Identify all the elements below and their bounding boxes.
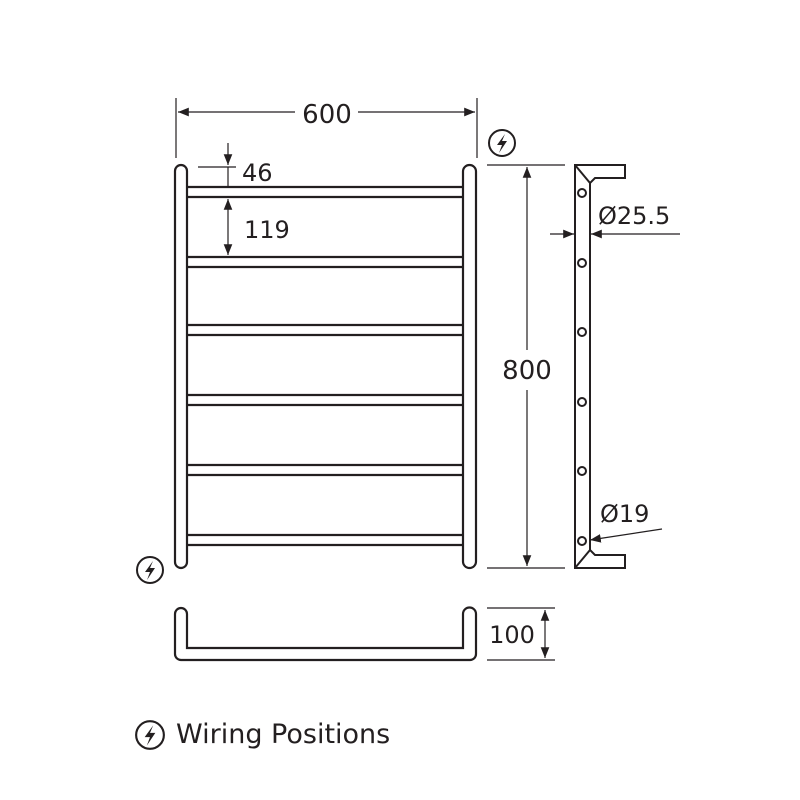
bar-end <box>577 466 587 476</box>
width-dimension: 600 <box>175 98 478 158</box>
bar <box>181 463 473 477</box>
width-label: 600 <box>302 100 352 130</box>
bar <box>181 533 473 547</box>
front-view <box>173 163 478 570</box>
wiring-position-icon <box>136 556 164 584</box>
bar-end <box>577 397 587 407</box>
bar-end <box>577 536 587 546</box>
bar <box>181 185 473 199</box>
bar <box>181 393 473 407</box>
wiring-position-icon <box>488 129 516 157</box>
bar-diameter-label: Ø19 <box>600 500 649 528</box>
bar-end <box>577 327 587 337</box>
left-rail <box>173 163 189 570</box>
horizontal-bars <box>181 185 473 547</box>
right-rail <box>461 163 478 570</box>
top-offset-label: 46 <box>242 159 273 187</box>
bar-end <box>577 188 587 198</box>
depth-label: 100 <box>489 621 535 649</box>
side-view: Ø25.5 Ø19 <box>550 164 680 569</box>
legend-label: Wiring Positions <box>176 719 390 750</box>
bar-offset-dimensions: 46 119 <box>198 143 290 255</box>
bar-end <box>577 258 587 268</box>
height-label: 800 <box>502 356 552 386</box>
lightning-bolt-circle-icon <box>135 720 165 750</box>
rail-diameter-label: Ø25.5 <box>598 202 670 230</box>
height-dimension: 800 <box>487 164 565 569</box>
plan-view: 100 <box>173 606 555 662</box>
legend: Wiring Positions <box>135 719 390 750</box>
bar <box>181 255 473 269</box>
bar <box>181 323 473 337</box>
bar-spacing-label: 119 <box>244 216 290 244</box>
